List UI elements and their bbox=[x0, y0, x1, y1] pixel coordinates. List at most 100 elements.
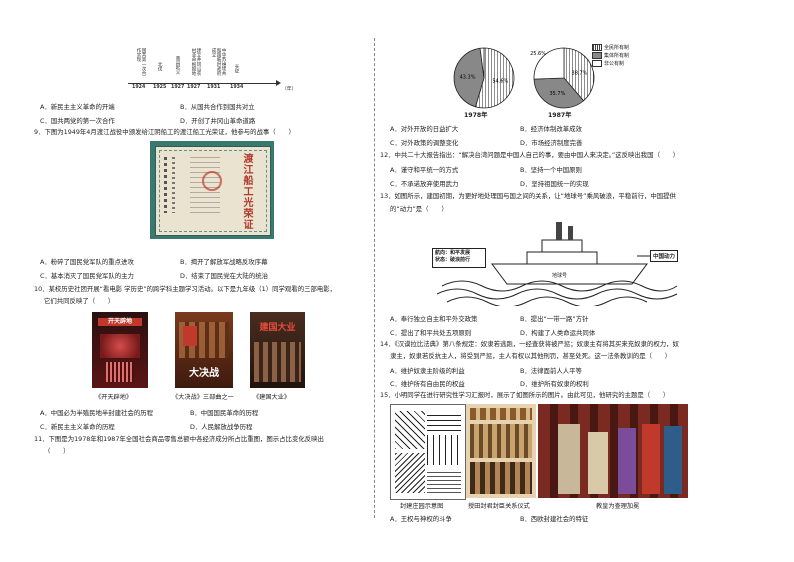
q10-option-c: C．新民主主义革命的历程 bbox=[40, 423, 115, 431]
pie-slice-label: 43.3% bbox=[460, 75, 476, 81]
q11-stem-line1: 11．下图是为1978年和1987年全国社会商品零售总额中各经济成分所占比重图，… bbox=[34, 435, 324, 443]
q13-option-a: A．奉行独立自主和平外交政策 bbox=[390, 315, 478, 323]
q10-option-b: B．中国国民革命的历程 bbox=[190, 409, 259, 417]
q13-earth-ship-illustration: 航向：和平发展 状态：破浪前行 地球号 中国动力 bbox=[432, 214, 682, 306]
q14-stem-line1: 14．《汉谟拉比法典》第八条规定：奴隶若逃跑，一经查获将被严惩；奴隶主有将其买来… bbox=[380, 340, 679, 348]
pope-crowning-image bbox=[538, 404, 688, 498]
timeline-event-year: 1931 bbox=[207, 85, 221, 90]
legend-item: 全民所有制 bbox=[592, 44, 629, 52]
poster-title: 开天辟地 bbox=[107, 318, 132, 325]
q10-stem-line1: 10．某校历史社团开展“看电影 学历史”的跨学科主题学习活动。以下是九年级（1）… bbox=[34, 285, 337, 293]
timeline-event-year: 1934 bbox=[230, 85, 244, 90]
q12-option-a: A．谨守和平统一的方式 bbox=[390, 166, 459, 174]
legend-item: 集体所有制 bbox=[592, 52, 629, 60]
q12-option-d: D．坚持祖国统一的实现 bbox=[520, 180, 589, 188]
poster-jianguodaye: 建国大业 bbox=[250, 312, 305, 388]
q9-option-b: B．揭开了解放军战略反攻序幕 bbox=[180, 258, 268, 266]
q15-stem: 15．小明同学在进行研究性学习汇报时，展示了如图所示的图片。由此可见，他研究的主… bbox=[380, 391, 670, 399]
q14-option-b: B．法律面前人人平等 bbox=[520, 367, 582, 375]
q15-option-b: B．西欧封建社会的特征 bbox=[520, 515, 589, 523]
q15-option-a: A．王权与神权的斗争 bbox=[390, 515, 452, 523]
pie-slice bbox=[474, 47, 515, 109]
timeline-event-year: 1924 bbox=[132, 85, 146, 90]
q12-option-b: B．坚持一个中国原则 bbox=[520, 166, 582, 174]
q13-option-b: B．提出“一带一路”方针 bbox=[520, 315, 589, 323]
legend-item: 非公有制 bbox=[592, 60, 629, 68]
column-divider bbox=[374, 38, 375, 518]
timeline-event-label: 国共第一次合作实现 bbox=[136, 48, 146, 76]
q11-option-d: D．市场经济制度完善 bbox=[520, 139, 583, 147]
cert-red-seal bbox=[202, 171, 222, 191]
timeline-event-label: 长征 bbox=[234, 64, 239, 74]
q13-option-d: D．构建了人类命运共同体 bbox=[520, 329, 596, 337]
pie-1987-year: 1987年 bbox=[548, 112, 572, 119]
pie-slice-label: 35.7% bbox=[549, 91, 565, 97]
poster-kaitianpidi: 开天辟地 bbox=[92, 312, 148, 388]
pie-slice bbox=[533, 77, 585, 109]
timeline-event-label: 建立井冈山农村革命根据地 bbox=[191, 48, 201, 76]
timeline-arrow-icon bbox=[276, 80, 281, 86]
q9-option-d: D．结束了国民党在大陆的统治 bbox=[180, 272, 268, 280]
q10-option-a: A．中国必为半殖民地半封建社会的历程 bbox=[40, 409, 154, 417]
q11-option-a: A．对外开放的日益扩大 bbox=[390, 125, 459, 133]
pie-1978-year: 1978年 bbox=[464, 112, 488, 119]
q8-option-c: C．国共两党的第一次合作 bbox=[40, 117, 115, 125]
timeline-axis bbox=[128, 83, 278, 84]
q13-stem-line2: 的“动力”是（ ） bbox=[390, 205, 448, 213]
timeline-event-label: 中华苏维埃共和国临时政府成立 bbox=[211, 48, 226, 76]
poster-title: 建国大业 bbox=[259, 323, 296, 333]
q9-option-c: C．基本消灭了国民党军队的主力 bbox=[40, 272, 134, 280]
q10-stem-line2: 它们共同反映了（ ） bbox=[44, 297, 115, 305]
timeline-event-label: 北伐 bbox=[157, 62, 162, 72]
pie-slice-label: 54.6% bbox=[492, 78, 508, 84]
q14-stem-line2: 隶主，奴隶若反抗主人，将受到严惩，主人有权以其他刑罚，甚至处死。这一法条教训的是… bbox=[390, 352, 672, 360]
ship-drawing bbox=[436, 222, 678, 306]
q15-caption: 授田封君封臣关系仪式 bbox=[468, 503, 530, 510]
pie-slice-label: 25.6% bbox=[530, 51, 546, 57]
q13-option-c: C．提出了和平共处五项原则 bbox=[390, 329, 472, 337]
power-box: 中国动力 bbox=[650, 250, 679, 262]
poster-caption: 《开天辟地》 bbox=[95, 394, 133, 401]
timeline-event-year: 1927 bbox=[171, 85, 185, 90]
q8-option-d: D．开创了井冈山革命道路 bbox=[180, 117, 256, 125]
pie-slice bbox=[479, 47, 485, 79]
pie-chart-figure: 54.6% 43.3% 2.1% 38.7% 35.7% 25.6% bbox=[453, 44, 595, 109]
q13-stem-line1: 13．如图所示，建国初期，为更好地处理国与国之间的关系，让“地球号”乘风破浪，平… bbox=[380, 192, 676, 200]
poster-caption: 《大决战》三部曲之一 bbox=[172, 394, 234, 401]
q8-option-a: A．新民主主义革命的开端 bbox=[40, 103, 115, 111]
q11-option-c: C．对外政策的调整变化 bbox=[390, 139, 459, 147]
ship-sign: 航向：和平发展 状态：破浪前行 bbox=[432, 248, 486, 268]
q14-option-d: D．维护所有奴隶的权利 bbox=[520, 380, 589, 388]
timeline-event-label: 南昌起义 bbox=[175, 56, 180, 75]
q15-caption: 封建庄园示意图 bbox=[400, 503, 444, 510]
pie-slice bbox=[533, 47, 565, 80]
manor-map-image bbox=[390, 404, 466, 500]
poster-dajuezhan: 大决战 bbox=[175, 312, 233, 388]
q11-option-b: B．经济体制改革成效 bbox=[520, 125, 582, 133]
pie-slice bbox=[453, 47, 485, 108]
timeline-unit: （年） bbox=[282, 87, 297, 92]
timeline-event-year: 1927 bbox=[187, 85, 201, 90]
pie-slice-label: 2.1% bbox=[475, 44, 488, 46]
q14-option-c: C．维护所有自由民的权益 bbox=[390, 380, 465, 388]
vassal-ceremony-image bbox=[466, 404, 536, 498]
pie-slice bbox=[563, 47, 595, 102]
q14-option-a: A．维护奴隶主阶级的利益 bbox=[390, 367, 465, 375]
q10-option-d: D．人民解放战争历程 bbox=[190, 423, 253, 431]
q12-stem: 12．中共二十大报告指出：“解决台湾问题是中国人自己的事，要由中国人来决定。”这… bbox=[380, 151, 680, 159]
cert-title: 渡江船工光荣证 bbox=[241, 153, 252, 230]
ship-name: 地球号 bbox=[552, 273, 568, 279]
q9-certificate-image: 渡江船工光荣证 bbox=[150, 141, 274, 239]
q9-option-a: A．粉碎了国民党军队的重点进攻 bbox=[40, 258, 134, 266]
timeline: 国共第一次合作实现 1924 北伐 1925 南昌起义 1927 建立井冈山农村… bbox=[110, 48, 300, 98]
q11-stem-line2: （ ） bbox=[44, 447, 70, 455]
q12-option-c: C．不承诺放弃使用武力 bbox=[390, 180, 459, 188]
q9-stem: 9．下图为1949年4月渡江战役中颁发给江阴船工的渡江船工光荣证，他参与的战事（… bbox=[34, 128, 295, 136]
poster-title: 大决战 bbox=[189, 368, 219, 379]
q15-caption: 教皇为查理加冕 bbox=[596, 503, 640, 510]
pie-legend: 全民所有制 集体所有制 非公有制 bbox=[592, 44, 629, 68]
timeline-event-year: 1925 bbox=[153, 85, 167, 90]
q8-option-b: B．从国共合作到国共对立 bbox=[180, 103, 255, 111]
pie-slice-label: 38.7% bbox=[572, 70, 588, 76]
poster-caption: 《建国大业》 bbox=[253, 394, 291, 401]
